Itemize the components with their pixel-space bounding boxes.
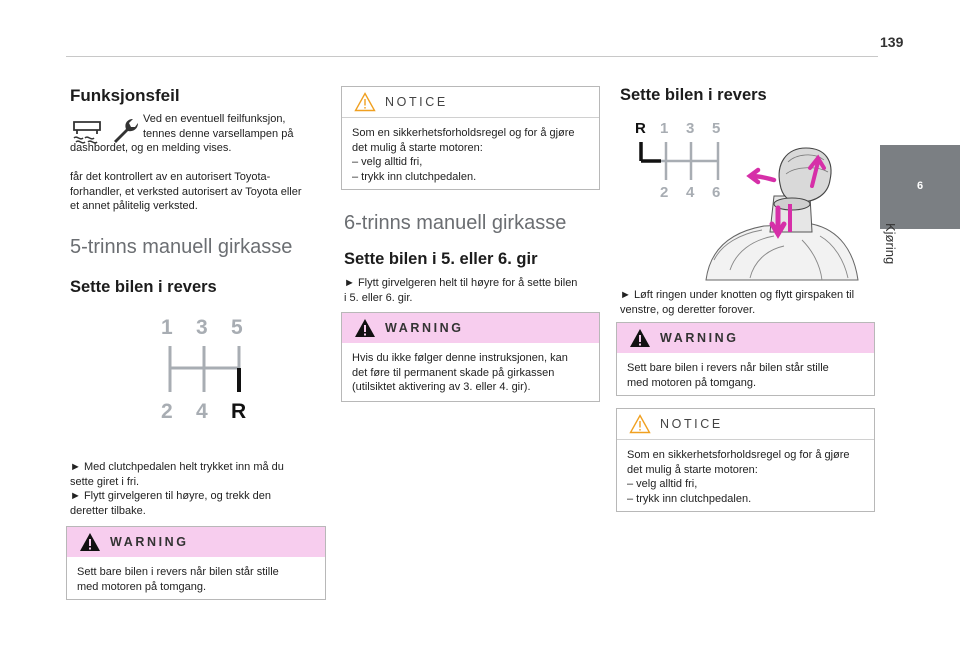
warning-triangle-icon <box>355 319 375 337</box>
transmission-warning-icon <box>73 121 101 144</box>
gear-lever-illustration <box>705 147 859 281</box>
gear-label: 5 <box>231 316 243 339</box>
warning-line: med motoren på tomgang. <box>77 580 207 593</box>
heading-fault: Funksjonsfeil <box>70 86 180 105</box>
gear-label: 2 <box>660 184 669 201</box>
section-title-5speed: 5-trinns manuell girkasse <box>70 235 293 258</box>
gear-diagram-5speed: 1 3 5 2 4 R <box>160 316 260 426</box>
instructions-6speed-reverse: ► Løft ringen under knotten og flytt gir… <box>620 288 854 317</box>
instructions-6speed-gear: ► Flytt girvelgeren helt til høyre for å… <box>344 276 577 305</box>
warning-title: WARNING <box>385 321 464 335</box>
gear-label: 3 <box>196 316 208 339</box>
top-rule <box>66 56 878 57</box>
chapter-tab-label: Kjøring <box>883 223 898 265</box>
warning-box-2: WARNING Hvis du ikke følger denne instru… <box>341 312 600 402</box>
column-1: Funksjonsfeil Ved en eventuell feilfunks… <box>70 86 330 297</box>
warning-title: WARNING <box>110 535 189 549</box>
fault-text-line: et annet pålitelig verksted. <box>70 200 198 212</box>
subheading-5th-6th-gear: Sette bilen i 5. eller 6. gir <box>344 250 538 268</box>
section-title-6speed: 6-trinns manuell girkasse <box>344 212 567 234</box>
subheading-reverse-5speed: Sette bilen i revers <box>70 277 217 296</box>
notice-line: det mulig å starte motoren: <box>627 463 758 476</box>
instruction-line: sette giret i fri. <box>70 475 140 488</box>
notice-line: – trykk inn clutchpedalen. <box>352 170 477 183</box>
notice-triangle-icon <box>354 92 376 112</box>
chapter-tab[interactable]: 6 <box>880 145 960 229</box>
instruction-line: ► Flytt girvelgeren helt til høyre for å… <box>344 277 578 289</box>
gear-label-reverse: R <box>231 400 247 423</box>
notice-line: Som en sikkerhetsforholdsregel og for å … <box>627 449 850 461</box>
warning-line: Sett bare bilen i revers når bilen står … <box>627 362 829 374</box>
notice-triangle-icon <box>629 414 651 434</box>
gear-label-reverse: R <box>635 120 646 137</box>
instruction-line: ► Flytt girvelgeren til høyre, og trekk … <box>70 490 272 502</box>
warning-box-1: WARNING Sett bare bilen i revers når bil… <box>66 526 326 600</box>
instruction-line: ► Med clutchpedalen helt trykket inn må … <box>70 461 284 473</box>
instruction-line: i 5. eller 6. gir. <box>344 291 413 304</box>
notice-line: – velg alltid fri, <box>627 478 698 490</box>
page-number: 139 <box>880 34 904 50</box>
fault-text-line: får det kontrollert av en autorisert Toy… <box>70 171 271 183</box>
instruction-line: deretter tilbake. <box>70 504 146 517</box>
gear-label: 1 <box>660 120 669 137</box>
fault-text-line: Ved en eventuell feilfunksjon, <box>143 113 286 125</box>
warning-triangle-icon <box>80 533 100 551</box>
instruction-line: ► Løft ringen under knotten og flytt gir… <box>620 289 855 301</box>
notice-line: – trykk inn clutchpedalen. <box>627 492 752 505</box>
gear-label: 4 <box>686 184 695 201</box>
gear-label: 2 <box>161 400 173 423</box>
notice-box-1: NOTICE Som en sikkerhetsforholdsregel og… <box>341 86 600 190</box>
warning-triangle-icon <box>630 329 650 347</box>
fault-text-line: forhandler, et verksted autorisert av To… <box>70 185 302 198</box>
chapter-tab-number: 6 <box>916 180 924 192</box>
wrench-icon <box>114 119 138 143</box>
notice-title: NOTICE <box>385 95 448 109</box>
warning-line: Sett bare bilen i revers når bilen står … <box>77 566 279 578</box>
warning-title: WARNING <box>660 331 739 345</box>
gear-label: 1 <box>161 316 173 339</box>
fault-text-line: dashbordet, og en melding vises. <box>70 142 232 154</box>
notice-title: NOTICE <box>660 417 723 431</box>
warning-line: det føre til permanent skade på girkasse… <box>352 366 555 379</box>
gear-label: 5 <box>712 120 721 137</box>
subheading-reverse-6speed: Sette bilen i revers <box>620 86 767 104</box>
warning-line: Hvis du ikke følger denne instruksjonen,… <box>352 352 568 364</box>
notice-box-2: NOTICE Som en sikkerhetsforholdsregel og… <box>616 408 875 512</box>
notice-line: Som en sikkerhetsforholdsregel og for å … <box>352 127 575 139</box>
warning-line: (utilsiktet aktivering av 3. eller 4. gi… <box>352 381 531 393</box>
warning-line: med motoren på tomgang. <box>627 376 757 389</box>
gear-diagram-6speed: R 1 3 5 2 4 6 <box>632 120 732 206</box>
notice-line: – velg alltid fri, <box>352 156 423 168</box>
instructions-5speed: ► Med clutchpedalen helt trykket inn må … <box>70 460 284 518</box>
gear-label: 3 <box>686 120 695 137</box>
notice-line: det mulig å starte motoren: <box>352 141 483 154</box>
gear-label: 6 <box>712 184 721 201</box>
warning-box-3: WARNING Sett bare bilen i revers når bil… <box>616 322 875 396</box>
fault-text-line: tennes denne varsellampen på <box>143 127 294 140</box>
instruction-line: venstre, og deretter forover. <box>620 303 756 316</box>
gear-label: 4 <box>196 400 208 423</box>
